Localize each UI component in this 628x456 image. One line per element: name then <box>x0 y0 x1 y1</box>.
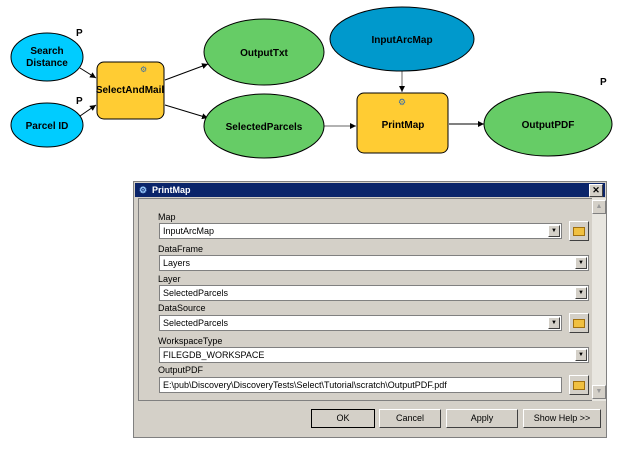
node-label: InputArcMap <box>371 35 432 46</box>
title-bar[interactable]: ⚙ PrintMap ✕ <box>135 183 605 197</box>
node-output-txt[interactable]: OutputTxt <box>203 18 325 86</box>
workspacetype-label: WorkspaceType <box>158 336 223 346</box>
node-search-distance[interactable]: Search Distance <box>10 32 84 82</box>
node-label: SelectedParcels <box>226 122 303 133</box>
parameter-marker: P <box>76 28 83 39</box>
outputpdf-label: OutputPDF <box>158 365 204 375</box>
tool-icon: ⚙ <box>140 65 147 74</box>
scroll-up-icon[interactable]: ▲ <box>592 200 606 214</box>
show-help-button[interactable]: Show Help >> <box>523 409 601 428</box>
chevron-down-icon[interactable]: ▼ <box>548 225 560 237</box>
folder-icon <box>573 227 585 236</box>
close-button[interactable]: ✕ <box>589 184 603 197</box>
apply-button[interactable]: Apply <box>446 409 518 428</box>
chevron-down-icon[interactable]: ▼ <box>575 257 587 269</box>
outputpdf-input[interactable]: E:\pub\Discovery\DiscoveryTests\Select\T… <box>159 377 562 393</box>
cancel-button[interactable]: Cancel <box>379 409 441 428</box>
node-selected-parcels[interactable]: SelectedParcels <box>203 93 325 159</box>
parameters-pane: Map InputArcMap ▼ DataFrame Layers ▼ Layer… <box>138 198 592 401</box>
scroll-down-icon[interactable]: ▼ <box>592 385 606 399</box>
datasource-value: SelectedParcels <box>163 318 229 328</box>
layer-combo[interactable]: SelectedParcels ▼ <box>159 285 589 301</box>
node-output-pdf[interactable]: OutputPDF <box>483 91 613 157</box>
outputpdf-value: E:\pub\Discovery\DiscoveryTests\Select\T… <box>163 380 447 390</box>
layer-value: SelectedParcels <box>163 288 229 298</box>
connectors <box>79 63 484 129</box>
dataframe-combo[interactable]: Layers ▼ <box>159 255 589 271</box>
node-label: Search <box>30 46 63 57</box>
outputpdf-browse-button[interactable] <box>569 375 589 395</box>
ok-button[interactable]: OK <box>311 409 375 428</box>
tool-icon: ⚙ <box>398 97 406 107</box>
node-label: SelectAndMail <box>96 85 165 96</box>
node-label: OutputTxt <box>240 48 288 59</box>
dialog-title: PrintMap <box>152 185 191 195</box>
folder-icon <box>573 319 585 328</box>
map-label: Map <box>158 212 176 222</box>
layer-label: Layer <box>158 274 181 284</box>
dataframe-value: Layers <box>163 258 191 268</box>
workspacetype-combo[interactable]: FILEGDB_WORKSPACE ▼ <box>159 347 589 363</box>
chevron-down-icon[interactable]: ▼ <box>548 317 560 329</box>
connector <box>79 104 97 117</box>
folder-icon <box>573 381 585 390</box>
connector <box>164 104 209 120</box>
tool-icon: ⚙ <box>139 185 148 195</box>
dataframe-label: DataFrame <box>158 244 204 254</box>
datasource-browse-button[interactable] <box>569 313 589 333</box>
chevron-down-icon[interactable]: ▼ <box>575 349 587 361</box>
parameter-marker: P <box>76 96 83 107</box>
node-print-map[interactable]: ⚙ PrintMap <box>356 92 449 154</box>
chevron-down-icon[interactable]: ▼ <box>575 287 587 299</box>
datasource-label: DataSource <box>158 303 206 313</box>
map-browse-button[interactable] <box>569 221 589 241</box>
connector <box>79 67 97 79</box>
node-label: OutputPDF <box>522 120 575 131</box>
node-label: Distance <box>26 58 68 69</box>
parameter-marker: P <box>600 77 607 88</box>
node-input-arc-map[interactable]: InputArcMap <box>329 6 475 72</box>
node-label: Parcel ID <box>26 121 69 132</box>
vertical-scrollbar[interactable]: ▲ ▼ <box>592 198 606 401</box>
map-combo[interactable]: InputArcMap ▼ <box>159 223 562 239</box>
workspacetype-value: FILEGDB_WORKSPACE <box>163 350 265 360</box>
node-label: PrintMap <box>382 120 425 131</box>
datasource-combo[interactable]: SelectedParcels ▼ <box>159 315 562 331</box>
printmap-dialog: ⚙ PrintMap ✕ Map InputArcMap ▼ DataFrame … <box>133 181 607 438</box>
node-parcel-id[interactable]: Parcel ID <box>10 102 84 148</box>
connector <box>164 63 209 81</box>
map-value: InputArcMap <box>163 226 215 236</box>
node-select-and-mail[interactable]: ⚙ SelectAndMail <box>96 61 165 120</box>
model-diagram: Search Distance Parcel ID ⚙ SelectAndMai… <box>10 6 613 159</box>
